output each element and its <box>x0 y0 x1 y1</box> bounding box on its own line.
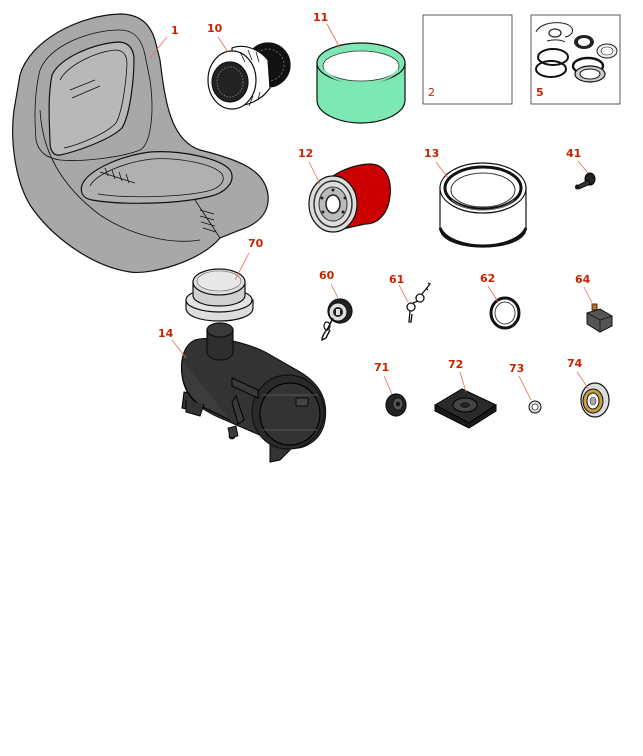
callout-74: 74 <box>567 357 583 370</box>
callout-41: 41 <box>566 147 581 160</box>
oil-filter-illustration <box>308 163 391 233</box>
valve-stem-illustration <box>575 172 596 190</box>
filter-cap-illustration <box>185 268 254 322</box>
callout-62: 62 <box>480 272 495 285</box>
air-filter-cartridge-illustration <box>438 162 528 248</box>
callout-70: 70 <box>248 237 264 250</box>
micro-switch-illustration <box>586 303 613 333</box>
bearing-illustration <box>580 382 610 418</box>
key-set-illustration <box>406 282 432 323</box>
document-sheet-illustration <box>422 14 513 105</box>
pre-filter-sleeve-illustration <box>316 42 406 124</box>
air-filter-element-illustration <box>207 42 291 110</box>
callout-11: 11 <box>313 11 328 24</box>
ignition-switch-illustration <box>321 298 353 342</box>
grommet-illustration <box>385 393 407 417</box>
seat-illustration <box>12 13 269 274</box>
air-cleaner-assembly-illustration <box>181 322 327 463</box>
callout-10: 10 <box>207 22 223 35</box>
callout-60: 60 <box>319 269 335 282</box>
callout-13: 13 <box>424 147 439 160</box>
callout-64: 64 <box>575 273 591 286</box>
washer-illustration <box>528 400 542 414</box>
callout-72: 72 <box>448 358 463 371</box>
callout-61: 61 <box>389 273 404 286</box>
callout-12: 12 <box>298 147 313 160</box>
o-ring-illustration <box>489 296 521 330</box>
mount-plate-illustration <box>433 388 498 429</box>
callout-73: 73 <box>509 362 524 375</box>
callout-5: 5 <box>536 86 544 99</box>
callout-1: 1 <box>171 24 179 37</box>
callout-14: 14 <box>158 327 174 340</box>
callout-71: 71 <box>374 361 389 374</box>
seal-kit-illustration <box>530 14 621 105</box>
callout-2: 2 <box>428 86 435 99</box>
